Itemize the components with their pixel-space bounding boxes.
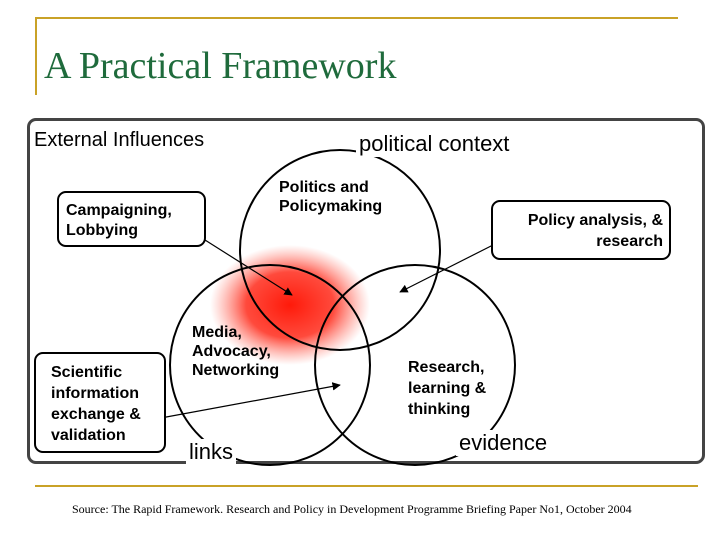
policy-analysis-box: Policy analysis, & research <box>491 200 671 260</box>
political-context-label: political context <box>356 131 513 157</box>
campaigning-box: Campaigning, Lobbying <box>57 191 206 247</box>
research-learning-line-1: Research, <box>408 359 485 376</box>
evidence-label: evidence <box>456 430 551 456</box>
research-circle <box>314 264 516 466</box>
politics-policymaking-line-2: Policymaking <box>279 198 383 215</box>
research-learning-label: Research, learning & thinking <box>408 357 486 420</box>
external-influences-label: External Influences <box>32 129 207 152</box>
policy-analysis-arrow <box>399 243 496 293</box>
research-learning-line-3: thinking <box>408 401 471 418</box>
scientific-line-1: Scientific <box>51 364 123 381</box>
campaigning-arrow <box>204 239 293 296</box>
campaigning-line-2: Lobbying <box>66 222 138 239</box>
media-advocacy-line-3: Networking <box>192 362 280 379</box>
media-advocacy-line-2: Advocacy, <box>192 343 271 360</box>
scientific-line-3: exchange & <box>51 406 141 423</box>
media-circle <box>169 264 371 466</box>
politics-policymaking-label: Politics and Policymaking <box>279 178 382 216</box>
scientific-line-2: information <box>51 385 139 402</box>
scientific-arrow <box>149 382 341 421</box>
intersection-highlight <box>210 245 370 365</box>
media-advocacy-line-1: Media, <box>192 324 242 341</box>
top-accent-rule <box>35 17 678 19</box>
campaigning-line-1: Campaigning, <box>66 202 172 219</box>
research-learning-line-2: learning & <box>408 380 487 397</box>
page-title: A Practical Framework <box>44 45 397 87</box>
bottom-accent-rule <box>35 485 698 487</box>
politics-policymaking-line-1: Politics and <box>279 179 369 196</box>
politics-circle <box>239 149 441 351</box>
policy-analysis-line-1: Policy analysis, & <box>527 212 663 229</box>
media-advocacy-label: Media, Advocacy, Networking <box>192 323 279 380</box>
left-accent-rule <box>35 17 37 95</box>
links-label: links <box>186 439 237 465</box>
scientific-line-4: validation <box>51 427 126 444</box>
scientific-box: Scientific information exchange & valida… <box>34 352 166 453</box>
policy-analysis-line-2: research <box>596 233 663 250</box>
source-citation: Source: The Rapid Framework. Research an… <box>72 502 632 516</box>
external-frame <box>27 118 705 464</box>
